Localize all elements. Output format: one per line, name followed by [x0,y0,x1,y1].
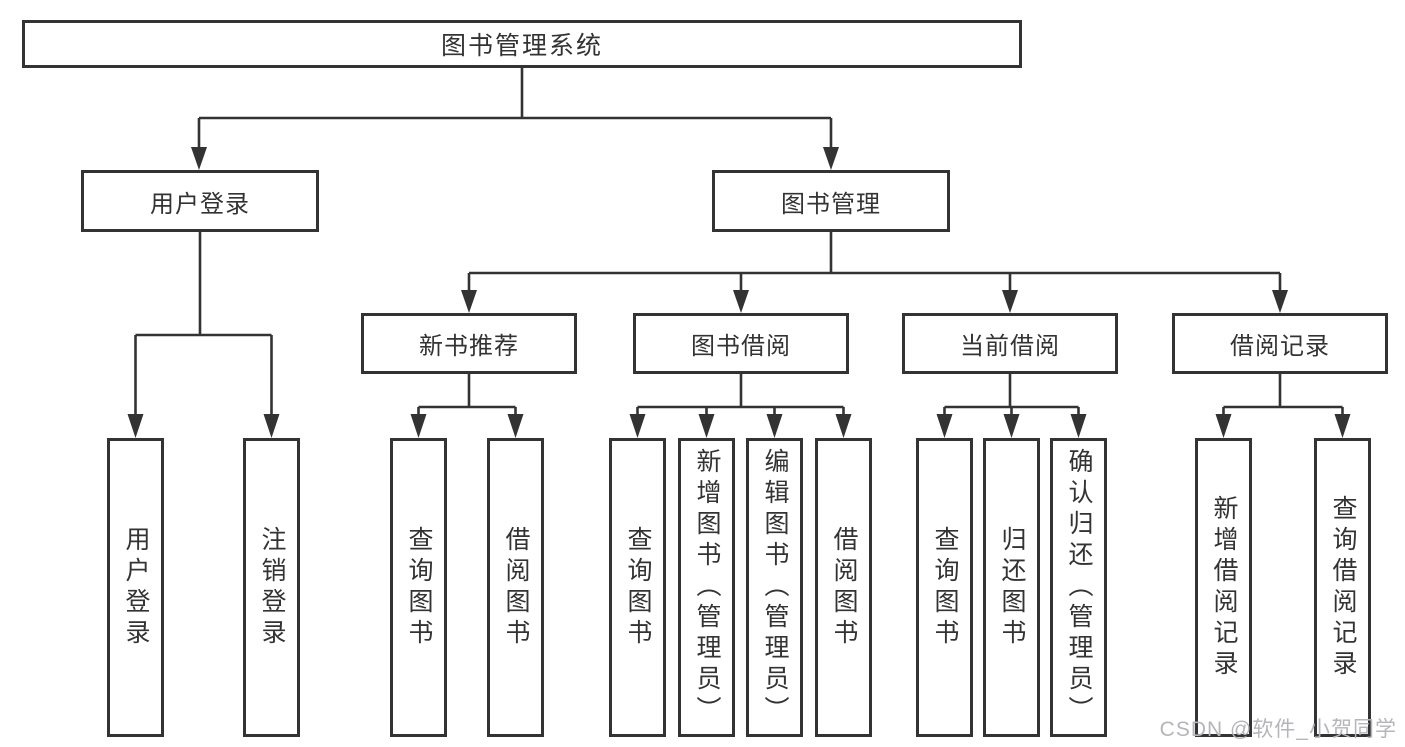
node-book-borrowing: 图书借阅 [633,313,849,374]
node-confirm-return-admin: 确认归还（管理员） [1050,438,1107,737]
node-borrow-books-recommend: 借阅图书 [487,438,544,737]
node-edit-book-admin: 编辑图书（管理员） [746,438,803,737]
node-logout-leaf-label: 注销登录 [258,525,286,650]
node-logout-leaf: 注销登录 [243,438,300,737]
node-confirm-return-admin-label: 确认归还（管理员） [1065,448,1093,727]
node-query-borrow-record-label: 查询借阅记录 [1329,494,1357,681]
node-borrow-records-label: 借阅记录 [1230,333,1330,360]
node-root: 图书管理系统 [22,20,1022,68]
node-add-book-admin: 新增图书（管理员） [678,438,735,737]
node-user-login-leaf-label: 用户登录 [122,525,150,650]
node-new-book-recommend: 新书推荐 [361,313,577,374]
node-query-books-borrowing: 查询图书 [609,438,666,737]
node-add-book-admin-label: 新增图书（管理员） [693,448,721,727]
node-add-borrow-record: 新增借阅记录 [1195,438,1252,737]
node-query-books-current: 查询图书 [916,438,973,737]
node-edit-book-admin-label: 编辑图书（管理员） [761,448,789,727]
node-root-label: 图书管理系统 [440,32,603,60]
node-new-book-recommend-label: 新书推荐 [419,333,519,360]
csdn-watermark: CSDN @软件_小贺同学 [1159,718,1397,741]
node-user-login-branch: 用户登录 [81,170,319,232]
node-query-books-current-label: 查询图书 [931,525,959,650]
node-query-books-recommend-label: 查询图书 [405,525,433,650]
node-borrow-records: 借阅记录 [1172,313,1388,374]
node-return-book-label: 归还图书 [998,525,1026,650]
node-borrow-books-recommend-label: 借阅图书 [502,525,530,650]
node-return-book: 归还图书 [983,438,1040,737]
node-book-borrowing-label: 图书借阅 [691,333,791,360]
node-query-borrow-record: 查询借阅记录 [1314,438,1371,737]
node-book-management: 图书管理 [712,170,950,232]
node-book-management-label: 图书管理 [781,190,881,218]
node-borrow-books-borrowing-label: 借阅图书 [830,525,858,650]
node-add-borrow-record-label: 新增借阅记录 [1210,494,1238,681]
node-user-login-leaf: 用户登录 [107,438,164,737]
node-current-borrowing: 当前借阅 [902,313,1118,374]
node-query-books-borrowing-label: 查询图书 [624,525,652,650]
node-query-books-recommend: 查询图书 [390,438,447,737]
node-borrow-books-borrowing: 借阅图书 [815,438,872,737]
node-user-login-branch-label: 用户登录 [150,190,250,218]
node-current-borrowing-label: 当前借阅 [960,333,1060,360]
